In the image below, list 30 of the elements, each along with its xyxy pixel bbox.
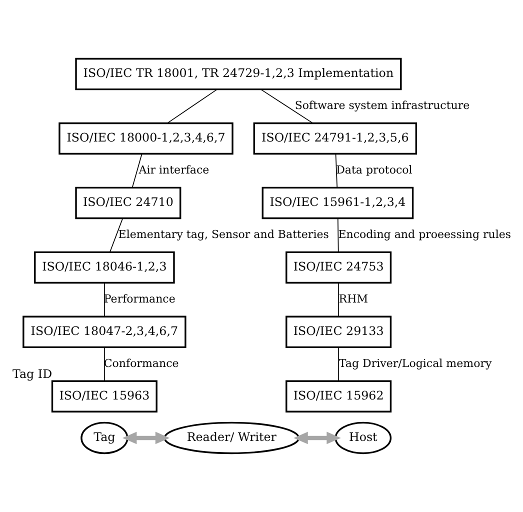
node-box: ISO/IEC 15963 [50, 380, 157, 412]
node-box: ISO/IEC 24791-1,2,3,5,6 [252, 122, 417, 155]
node-box: ISO/IEC 29133 [285, 316, 392, 348]
node-box: ISO/IEC 15961-1,2,3,4 [261, 186, 414, 220]
node-box: ISO/IEC 18000-1,2,3,4,6,7 [58, 122, 233, 155]
edge-label: Air interface [138, 164, 209, 177]
node-box: ISO/IEC TR 18001, TR 24729-1,2,3 Implementation [74, 58, 402, 90]
edge-label: Data protocol [336, 164, 412, 177]
connector [260, 89, 313, 124]
node-box: ISO/IEC 24710 [74, 186, 181, 220]
arrow [122, 432, 170, 444]
arrow [293, 432, 340, 444]
node-box: ISO/IEC 18047-2,3,4,6,7 [22, 316, 186, 348]
connector [166, 89, 217, 124]
edge-label: Elementary tag, Sensor and Batteries [118, 228, 328, 242]
edge-label: Software system infrastructure [294, 99, 470, 112]
connector [131, 154, 142, 188]
node-label: Tag ID [12, 366, 52, 381]
edge-label: Tag Driver/Logical memory [338, 357, 492, 370]
node-box: ISO/IEC 18046-1,2,3 [34, 251, 174, 284]
node-ellipse: Reader/ Writer [163, 422, 300, 454]
node-ellipse: Host [334, 422, 392, 454]
node-ellipse: Tag [80, 422, 128, 454]
edge-label: Encoding and proeessing rules [338, 228, 511, 242]
node-box: ISO/IEC 24753 [285, 251, 392, 284]
node-box: ISO/IEC 15962 [285, 380, 392, 412]
connector [334, 154, 338, 188]
edge-label: RHM [338, 292, 368, 306]
connector [108, 218, 123, 253]
connector [336, 218, 338, 253]
